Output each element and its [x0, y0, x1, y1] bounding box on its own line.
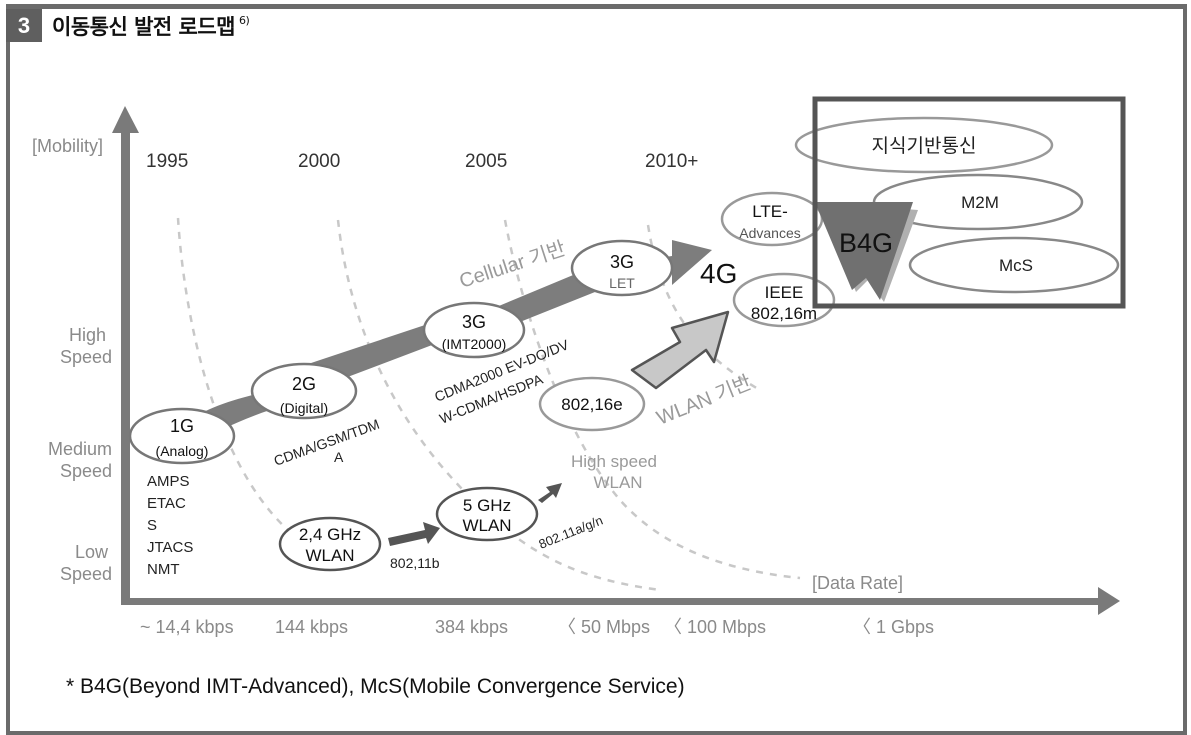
- node-3g-imt2000-line2: (IMT2000): [442, 336, 507, 352]
- rate-144kbps: 144 kbps: [275, 617, 348, 637]
- node-3g-let-line1: 3G: [610, 252, 634, 272]
- node-ieee-line2: 802,16m: [751, 304, 817, 323]
- node-3g-imt2000: 3G (IMT2000): [422, 301, 526, 359]
- tech-1g-s: S: [147, 517, 157, 534]
- tech-2g-line1: CDMA/GSM/TDM: [272, 416, 382, 469]
- high-speed-wlan-line1: High speed: [571, 452, 657, 471]
- node-3g-imt2000-line1: 3G: [462, 312, 486, 332]
- y-level-high-line2: Speed: [60, 347, 112, 367]
- figure-title-text: 이동통신 발전 로드맵: [52, 15, 236, 39]
- node-lte-advanced: LTE- Advances: [720, 191, 824, 247]
- tech-1g-nmt: NMT: [147, 561, 180, 578]
- year-2010: 2010+: [645, 151, 698, 172]
- node-wlan-5ghz: 5 GHz WLAN: [435, 486, 539, 542]
- year-1995: 1995: [146, 151, 188, 172]
- y-level-medium-line1: Medium: [48, 439, 112, 459]
- b4g-box: [812, 96, 1126, 309]
- era-curve-1995: [176, 217, 301, 541]
- y-axis-arrowhead: [112, 106, 139, 133]
- wlan-growth-arrow: [630, 310, 730, 390]
- node-wlan-24ghz-line1: 2,4 GHz: [299, 525, 361, 544]
- tech-2g-line2: A: [334, 449, 344, 465]
- std-802-11agn: 802.11a/g/n: [537, 513, 605, 552]
- rate-50mbps: 〈 50 Mbps: [558, 617, 650, 637]
- tech-list-1g: AMPS ETAC S JTACS NMT: [147, 473, 193, 578]
- node-3g-let: 3G LET: [570, 239, 674, 297]
- node-wlan-24ghz: 2,4 GHz WLAN: [278, 516, 382, 572]
- wlan-5-to-high-arrow: [538, 483, 562, 503]
- year-2000: 2000: [298, 151, 340, 172]
- y-level-low-line2: Speed: [60, 564, 112, 584]
- tech-1g-etac: ETAC: [147, 495, 186, 512]
- b4g-ellipses: [794, 116, 1120, 294]
- node-3g-let-line2: LET: [609, 275, 635, 291]
- node-2g-line1: 2G: [292, 374, 316, 394]
- node-1g: 1G (Analog): [128, 407, 236, 465]
- rate-1gbps: 〈 1 Gbps: [853, 617, 934, 637]
- rate-100mbps: 〈 100 Mbps: [664, 617, 766, 637]
- axes: [112, 106, 1120, 615]
- node-lte-advanced-line1: LTE-: [752, 202, 788, 221]
- rate-14-4kbps: ~ 14,4 kbps: [140, 617, 234, 637]
- tech-1g-jtacs: JTACS: [147, 539, 193, 556]
- ellipse-knowledge-comm: [794, 116, 1054, 174]
- node-802-16e: 802,16e: [538, 376, 646, 432]
- high-speed-wlan-line2: WLAN: [593, 473, 642, 492]
- ellipse-mcs: [908, 236, 1120, 294]
- y-axis-line: [121, 130, 130, 603]
- year-2005: 2005: [465, 151, 507, 172]
- y-level-labels: High Speed Medium Speed Low Speed: [48, 325, 112, 584]
- year-labels: 1995 2000 2005 2010+: [146, 151, 698, 172]
- footnote-ref: 6): [239, 14, 250, 27]
- node-lte-advanced-line2: Advances: [739, 225, 800, 241]
- node-wlan-5ghz-line2: WLAN: [462, 516, 511, 535]
- era-curve-2005: [503, 219, 801, 580]
- x-axis-label: [Data Rate]: [812, 573, 903, 593]
- y-level-medium-line2: Speed: [60, 461, 112, 481]
- rate-384kbps: 384 kbps: [435, 617, 508, 637]
- tech-list-2g: CDMA/GSM/TDM A: [272, 416, 382, 469]
- b4g-label: B4G: [839, 228, 893, 258]
- x-axis-line: [121, 598, 1101, 605]
- wlan-24-to-5-arrow: [388, 522, 440, 546]
- node-1g-line2: (Analog): [156, 443, 209, 459]
- era-curve-2010: [646, 224, 761, 392]
- node-2g-line2: (Digital): [280, 400, 328, 416]
- b4g-triangle: [815, 202, 913, 300]
- y-level-low-line1: Low: [75, 542, 109, 562]
- node-ieee-802-16m: IEEE 802,16m: [732, 272, 836, 328]
- node-802-16e-label: 802,16e: [561, 395, 622, 414]
- cellular-band: [185, 240, 712, 445]
- node-wlan-24ghz-line2: WLAN: [305, 546, 354, 565]
- b4g-item-knowledge-comm: 지식기반통신: [872, 135, 977, 157]
- node-ieee-line1: IEEE: [765, 283, 804, 302]
- b4g-item-mcs: McS: [999, 256, 1033, 275]
- y-level-high-line1: High: [69, 325, 106, 345]
- figure-frame: [6, 4, 1187, 735]
- x-axis-arrowhead: [1098, 587, 1120, 615]
- label-4g: 4G: [700, 258, 737, 289]
- std-802-11b: 802,11b: [390, 555, 440, 571]
- node-1g-line1: 1G: [170, 416, 194, 436]
- node-wlan-5ghz-line1: 5 GHz: [463, 496, 511, 515]
- tech-1g-amps: AMPS: [147, 473, 190, 490]
- section-number-badge: 3: [6, 9, 42, 42]
- b4g-item-m2m: M2M: [961, 193, 999, 212]
- data-rate-labels: ~ 14,4 kbps 144 kbps 384 kbps 〈 50 Mbps …: [140, 617, 934, 637]
- y-axis-label: [Mobility]: [32, 136, 103, 156]
- node-2g: 2G (Digital): [250, 362, 358, 420]
- footnote: * B4G(Beyond IMT-Advanced), McS(Mobile C…: [66, 675, 685, 698]
